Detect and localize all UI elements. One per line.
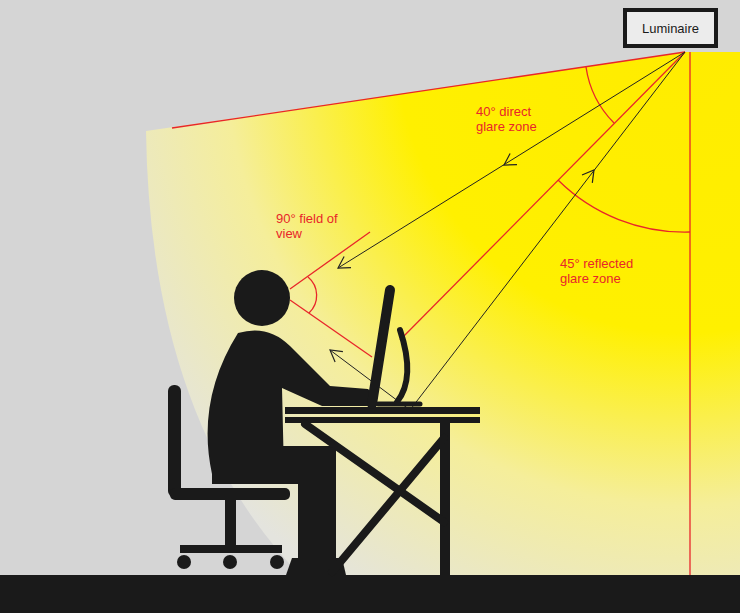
direct-ray: [338, 52, 685, 268]
incident-ray: [410, 52, 685, 410]
vertical-axis: [689, 52, 690, 575]
view-arc: [308, 277, 317, 313]
chair-column: [225, 500, 236, 545]
chair-back: [168, 385, 181, 497]
monitor-foot: [378, 402, 420, 407]
chair-wheel: [270, 555, 284, 569]
reflected-boundary: [400, 52, 685, 340]
arrowhead: [582, 170, 594, 183]
shin: [298, 460, 336, 562]
head: [234, 270, 290, 326]
chair-wheel: [223, 555, 237, 569]
luminaire-box: Luminaire: [623, 8, 718, 48]
view-line-lower: [290, 300, 372, 357]
light-rays: [330, 52, 685, 410]
arrowheads: [330, 154, 594, 362]
zone-label: 40° direct glare zone: [476, 104, 550, 134]
light-cone: [146, 52, 740, 575]
arrowhead: [338, 257, 351, 268]
cutoff-line: [172, 52, 685, 128]
node-label: Luminaire: [642, 21, 699, 36]
monitor-stand: [397, 330, 407, 402]
arrowhead: [330, 350, 343, 362]
direct-arc: [586, 67, 614, 123]
chair-seat: [170, 488, 290, 500]
desk-top: [285, 407, 480, 414]
desk-brace: [332, 438, 444, 572]
zone-label: 90° field of view: [276, 211, 338, 241]
desk-edge: [285, 417, 480, 423]
desk-and-monitor: [305, 290, 444, 572]
floor: [0, 575, 740, 613]
zone-label: 45° reflected glare zone: [560, 256, 650, 286]
chair-wheel: [177, 555, 191, 569]
reflected-arc: [558, 180, 690, 232]
chair-base: [180, 545, 282, 553]
arrowhead: [504, 154, 517, 165]
person-figure: [168, 270, 480, 575]
monitor-screen: [372, 290, 390, 404]
desk-brace: [305, 424, 444, 522]
